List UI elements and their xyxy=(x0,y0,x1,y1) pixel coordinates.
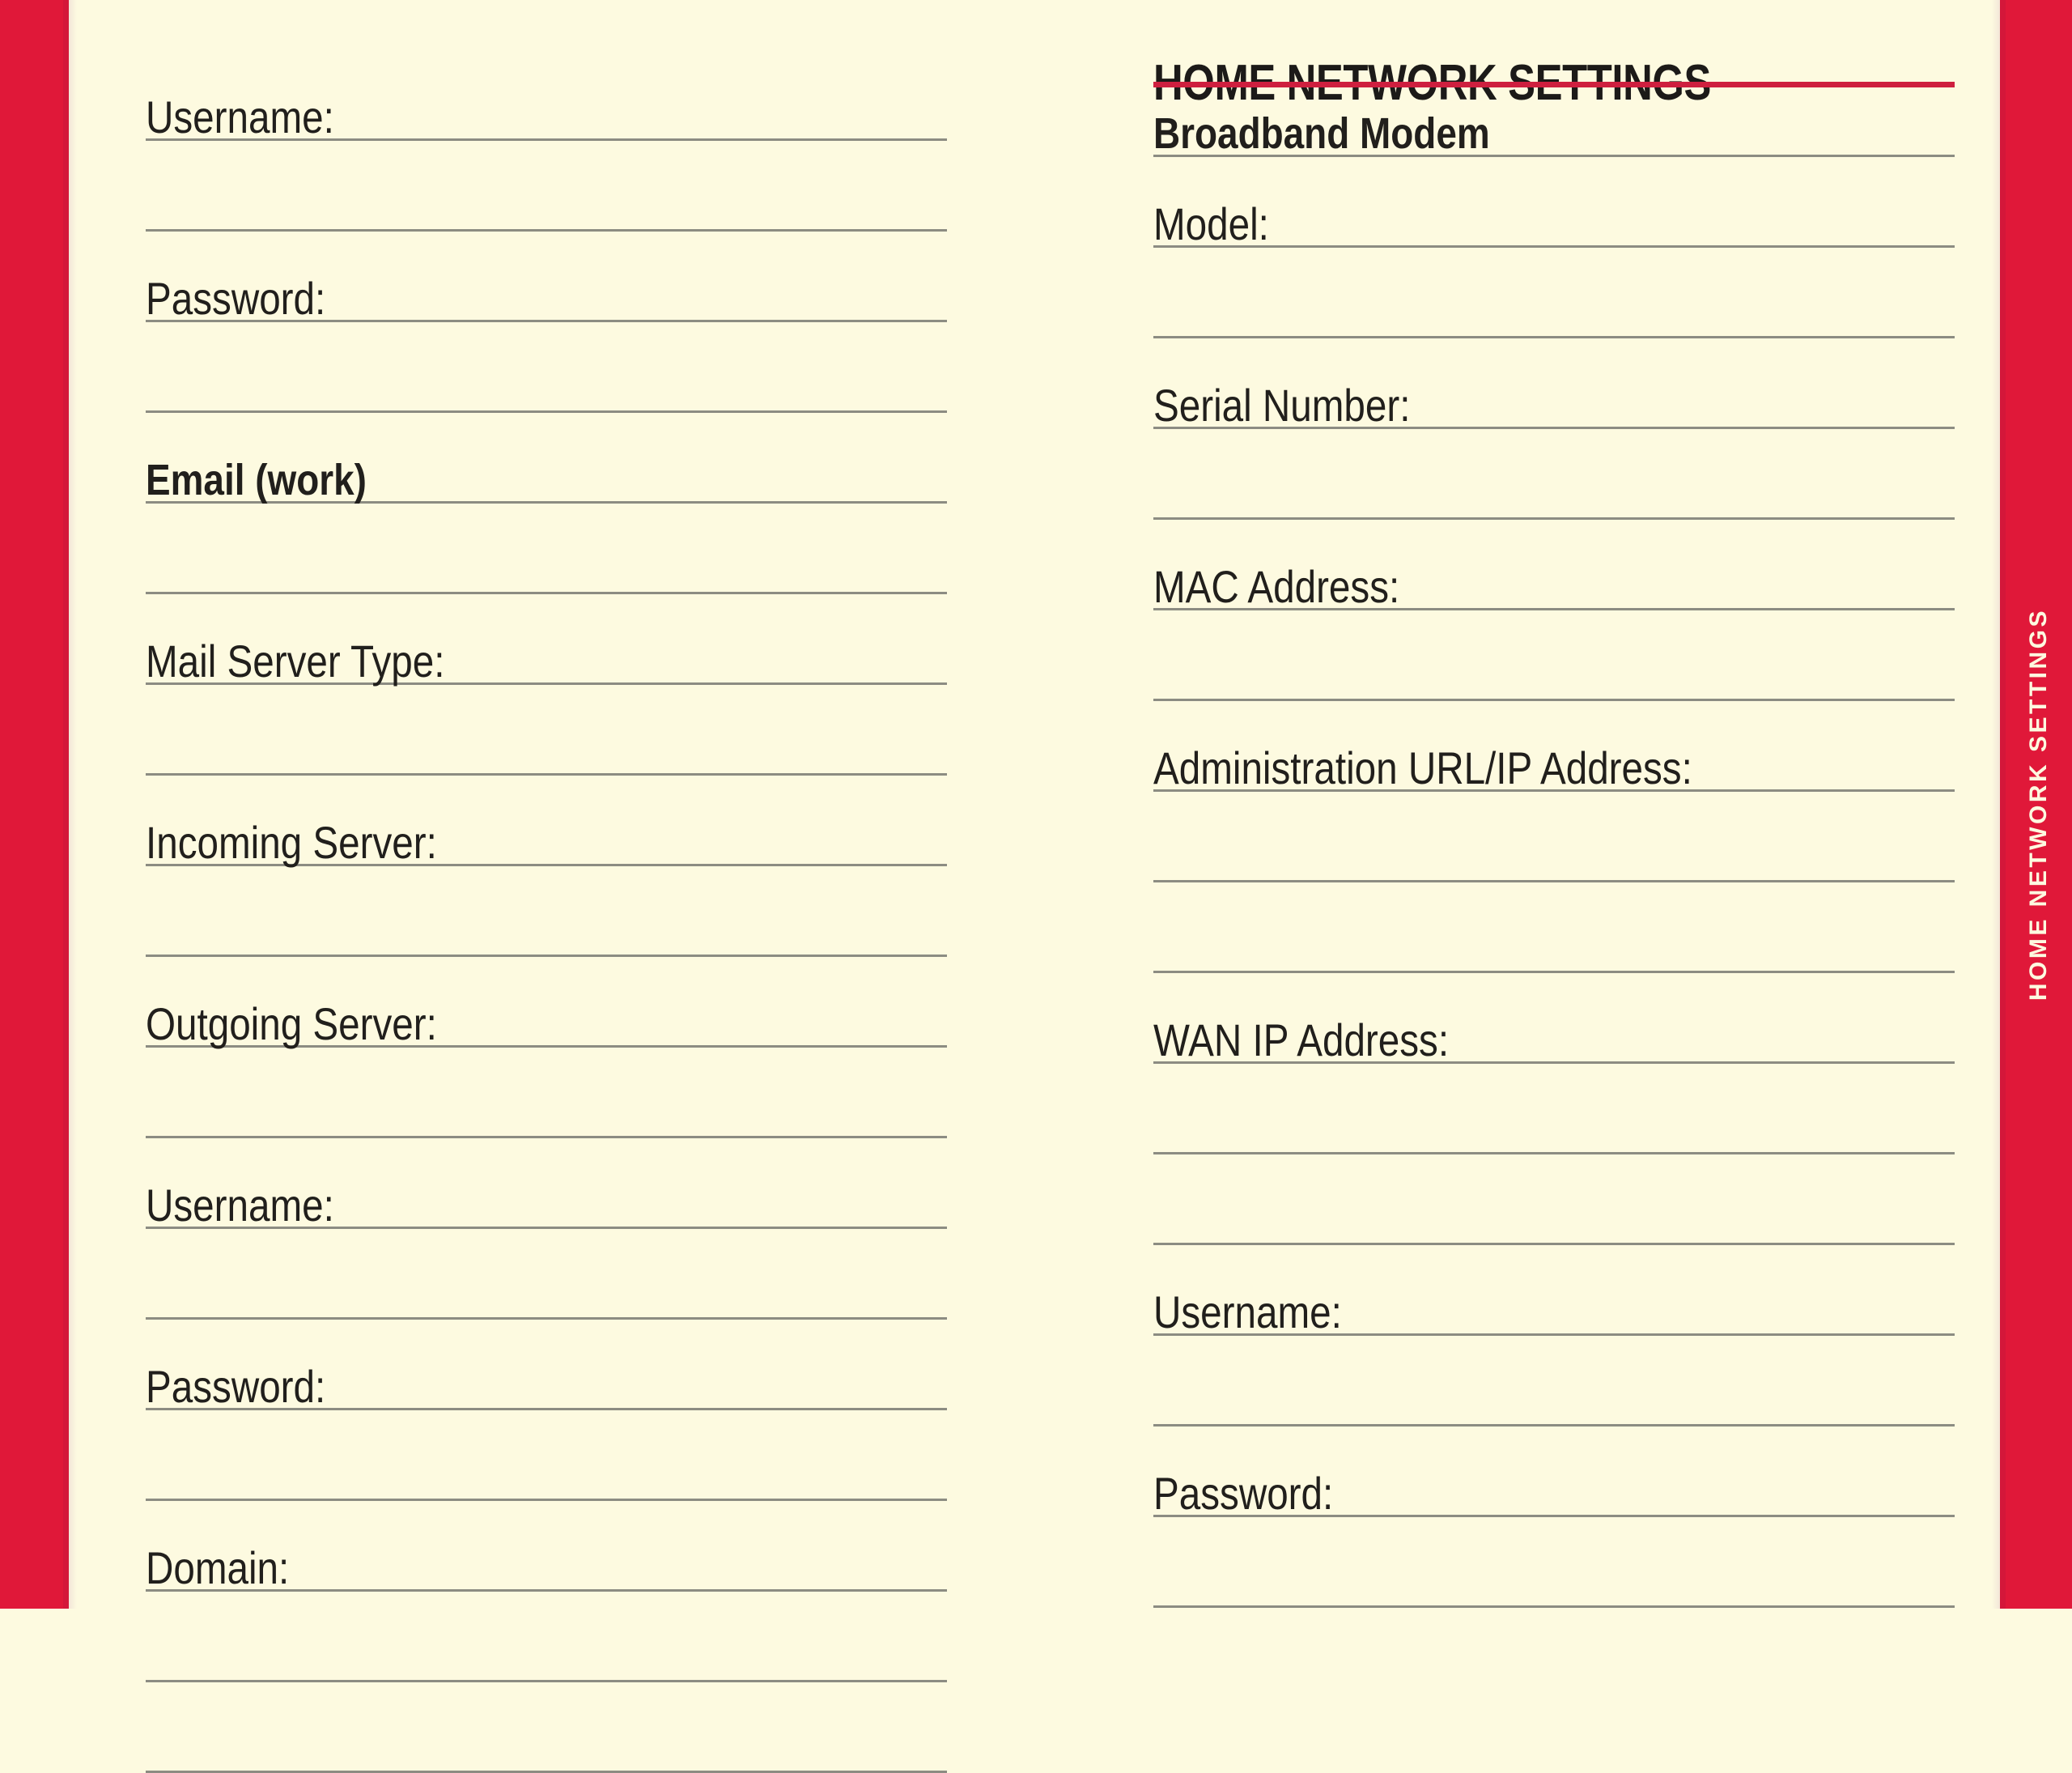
field-row-incoming-server[interactable]: Incoming Server: xyxy=(146,776,947,866)
field-row-blank[interactable] xyxy=(1153,792,1955,882)
field-row-password-2[interactable]: Password: xyxy=(146,1320,947,1410)
field-label: MAC Address: xyxy=(1153,561,1400,612)
field-label: Username: xyxy=(146,91,334,142)
section-index-tab[interactable] xyxy=(2006,0,2072,1609)
field-row-blank[interactable] xyxy=(146,504,947,594)
field-label: Username: xyxy=(146,1180,334,1231)
field-row-model[interactable]: Model: xyxy=(1153,157,1955,248)
right-band-seam xyxy=(2000,0,2006,1609)
left-column-top-spacer xyxy=(146,0,947,50)
field-row-blank[interactable] xyxy=(1153,1336,1955,1426)
field-label: Password: xyxy=(146,273,326,324)
field-row-password-1[interactable]: Password: xyxy=(146,232,947,322)
field-label: Administration URL/IP Address: xyxy=(1153,742,1692,793)
section-header-label: Broadband Modem xyxy=(1153,109,1490,158)
field-row-blank[interactable] xyxy=(146,322,947,413)
field-label: Password: xyxy=(1153,1468,1334,1519)
field-label: Incoming Server: xyxy=(146,817,437,868)
field-row-outgoing-server[interactable]: Outgoing Server: xyxy=(146,957,947,1048)
field-row-blank[interactable] xyxy=(1153,248,1955,338)
field-row-blank[interactable] xyxy=(146,1229,947,1320)
field-row-password[interactable]: Password: xyxy=(1153,1426,1955,1517)
section-header-label: Email (work) xyxy=(146,456,367,504)
field-label: Domain: xyxy=(146,1542,290,1593)
field-row-blank[interactable] xyxy=(146,866,947,957)
field-row-blank[interactable] xyxy=(1153,429,1955,520)
field-row-blank[interactable] xyxy=(1153,1064,1955,1154)
field-row-serial-number[interactable]: Serial Number: xyxy=(1153,338,1955,429)
field-row-mail-server-type[interactable]: Mail Server Type: xyxy=(146,594,947,685)
page-title-accent-rule xyxy=(1153,82,1955,87)
field-label: Model: xyxy=(1153,198,1269,249)
field-row-blank[interactable] xyxy=(1153,610,1955,701)
field-row-blank[interactable] xyxy=(146,141,947,232)
field-row-blank[interactable] xyxy=(1153,1517,1955,1608)
field-row-blank[interactable] xyxy=(146,1682,947,1773)
field-label: WAN IP Address: xyxy=(1153,1014,1450,1065)
field-label: Password: xyxy=(146,1361,326,1412)
left-band-seam xyxy=(63,0,69,1609)
field-row-blank[interactable] xyxy=(146,1410,947,1501)
left-red-band xyxy=(0,0,63,1609)
field-row-administration-url-ip-address[interactable]: Administration URL/IP Address: xyxy=(1153,701,1955,792)
left-paper-edge xyxy=(69,0,77,1609)
field-label: Outgoing Server: xyxy=(146,998,437,1049)
field-row-blank[interactable] xyxy=(146,1592,947,1682)
field-row-username-2[interactable]: Username: xyxy=(146,1138,947,1229)
field-row-blank[interactable] xyxy=(1153,1154,1955,1245)
field-row-wan-ip-address[interactable]: WAN IP Address: xyxy=(1153,973,1955,1064)
section-header-broadband-modem: Broadband Modem xyxy=(1153,87,1955,157)
left-column: Username: Password: Email (work) Mail Se… xyxy=(146,0,947,1773)
field-row-domain[interactable]: Domain: xyxy=(146,1501,947,1592)
field-label: Username: xyxy=(1153,1286,1342,1337)
right-column: HOME NETWORK SETTINGS Broadband Modem Mo… xyxy=(1153,0,1955,1608)
field-row-username-1[interactable]: Username: xyxy=(146,50,947,141)
field-row-mac-address[interactable]: MAC Address: xyxy=(1153,520,1955,610)
right-paper-edge xyxy=(1992,0,2000,1609)
field-label: Mail Server Type: xyxy=(146,636,445,687)
field-row-blank[interactable] xyxy=(146,1048,947,1138)
field-row-username[interactable]: Username: xyxy=(1153,1245,1955,1336)
field-row-blank[interactable] xyxy=(1153,882,1955,973)
section-header-email-work: Email (work) xyxy=(146,413,947,504)
page-title-block: HOME NETWORK SETTINGS xyxy=(1153,0,1955,108)
field-label: Serial Number: xyxy=(1153,380,1411,431)
field-row-blank[interactable] xyxy=(146,685,947,776)
